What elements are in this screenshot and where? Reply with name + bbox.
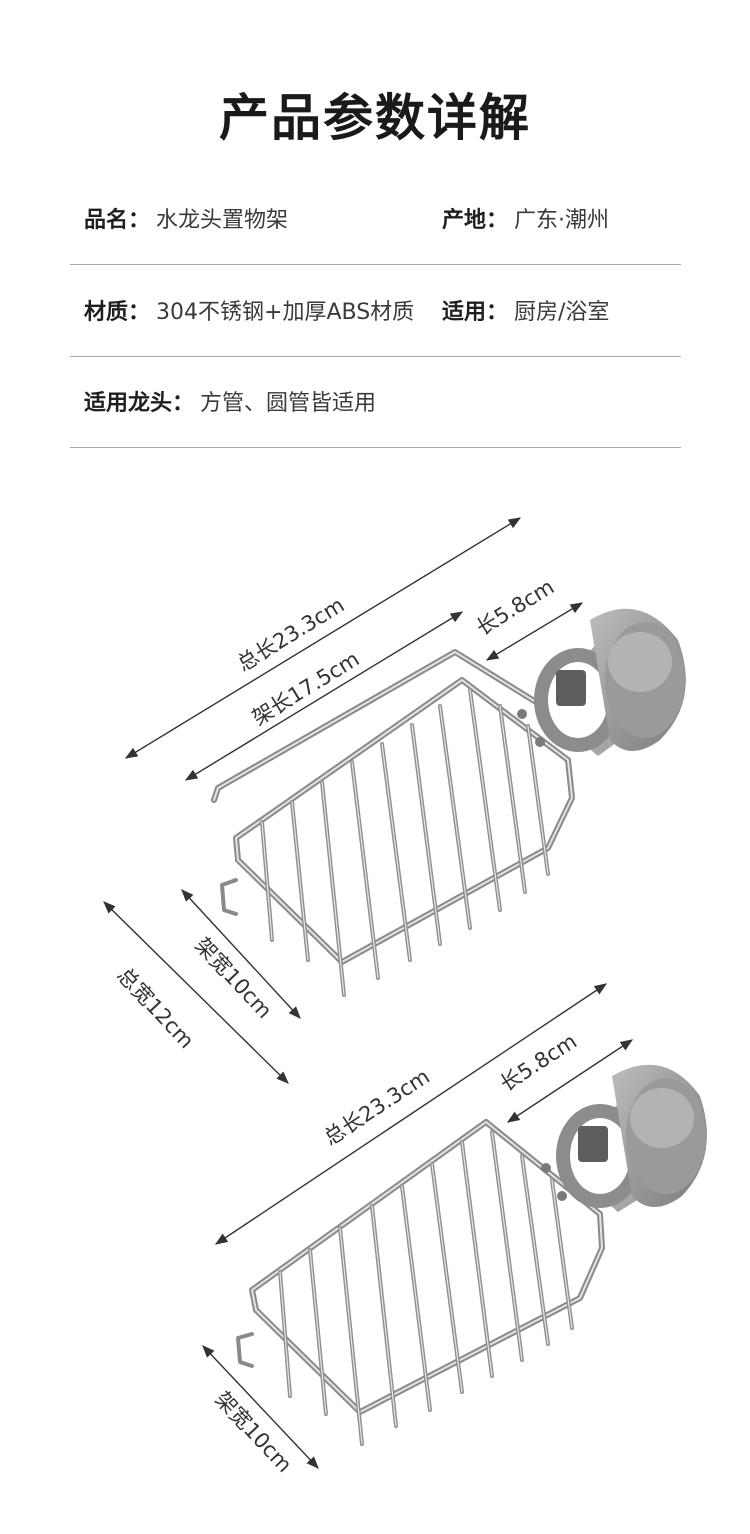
spec-name: 品名：水龙头置物架: [84, 202, 288, 234]
clamp-length-arrow: [485, 602, 584, 661]
wire-basket-bottom: [236, 1119, 605, 1446]
page-title: 产品参数详解: [219, 89, 531, 147]
total-width-label: 总宽12cm: [112, 963, 198, 1053]
clamp-length-label: 长5.8cm: [472, 575, 558, 641]
spec-material-label: 材质：: [84, 300, 151, 325]
wire-basket-top: [211, 649, 575, 997]
rack-width-arrow-2: [202, 1345, 319, 1469]
spec-usage-value: 厨房/浴室: [514, 300, 610, 325]
clamp-length-label-2: 长5.8cm: [496, 1029, 582, 1096]
faucet-clamp-bottom: [541, 1064, 707, 1212]
spec-row-2: 材质：304不锈钢+加厚ABS材质 适用：厨房/浴室: [70, 264, 681, 357]
faucet-clamp-top: [517, 608, 686, 756]
spec-row-3: 适用龙头：方管、圆管皆适用: [70, 355, 681, 448]
spec-origin: 产地：广东·潮州: [442, 202, 609, 234]
spec-name-value: 水龙头置物架: [156, 208, 289, 233]
spec-material-value: 304不锈钢+加厚ABS材质: [156, 300, 415, 325]
total-length-arrow-2: [214, 983, 608, 1245]
spec-material: 材质：304不锈钢+加厚ABS材质: [84, 294, 414, 326]
spec-faucet-label: 适用龙头：: [84, 391, 195, 416]
spec-faucet: 适用龙头：方管、圆管皆适用: [84, 385, 376, 417]
spec-origin-label: 产地：: [442, 208, 509, 233]
spec-row-1: 品名：水龙头置物架 产地：广东·潮州: [70, 172, 681, 265]
rack-diagram-top: 总长23.3cm 架长17.5cm 长5.8cm 架宽10cm 总宽12cm: [103, 517, 686, 1084]
spec-usage: 适用：厨房/浴室: [442, 294, 609, 326]
rack-length-arrow: [184, 611, 464, 781]
spec-origin-value: 广东·潮州: [514, 208, 610, 233]
spec-name-label: 品名：: [84, 208, 151, 233]
spec-faucet-value: 方管、圆管皆适用: [200, 391, 377, 416]
rack-diagram-bottom: 总长23.3cm 长5.8cm 架宽10cm: [202, 983, 707, 1477]
clamp-length-arrow-2: [506, 1039, 634, 1123]
spec-usage-label: 适用：: [442, 300, 509, 325]
total-length-arrow: [124, 517, 522, 759]
